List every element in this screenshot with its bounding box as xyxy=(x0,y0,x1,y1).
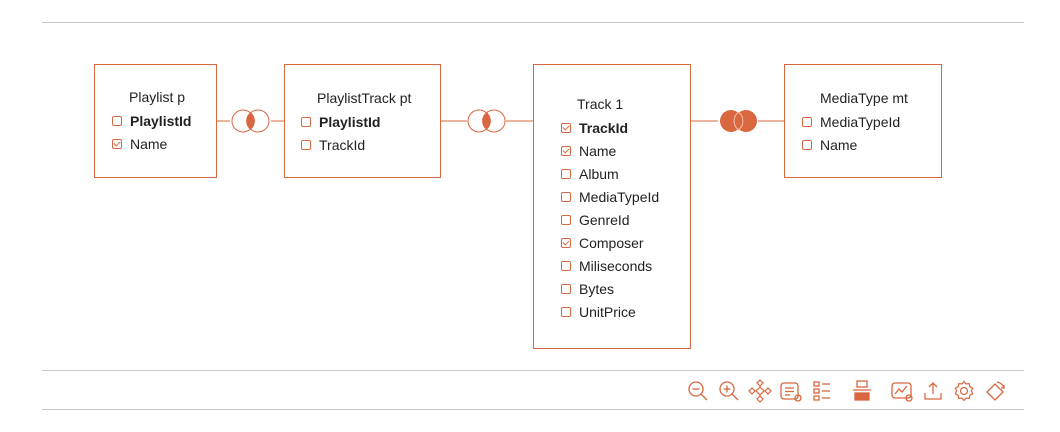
bottom-divider xyxy=(42,409,1024,410)
field-label: MediaTypeId xyxy=(820,113,901,130)
field-label: TrackId xyxy=(579,119,629,136)
checkbox[interactable] xyxy=(561,237,571,248)
join-track-mediatype[interactable] xyxy=(718,109,758,133)
field-label: PlaylistId xyxy=(130,112,192,129)
zoom-out-button[interactable] xyxy=(685,378,711,404)
table-title: MediaType mt xyxy=(820,90,908,106)
field-row[interactable]: UnitPrice xyxy=(561,300,690,323)
checkbox[interactable] xyxy=(561,214,571,225)
zoom-in-button[interactable] xyxy=(716,378,742,404)
field-row[interactable]: Name xyxy=(561,139,690,162)
checkbox[interactable] xyxy=(112,115,122,126)
table-title: PlaylistTrack pt xyxy=(317,90,412,106)
checkbox[interactable] xyxy=(561,145,571,156)
field-label: MediaTypeId xyxy=(579,188,660,205)
field-row[interactable]: Name xyxy=(802,133,941,156)
rotate-icon xyxy=(986,381,1005,401)
table-mediatype[interactable]: MediaType mt MediaTypeId Name xyxy=(784,64,942,178)
field-label: TrackId xyxy=(319,136,366,153)
middle-divider xyxy=(42,370,1024,371)
properties-icon xyxy=(780,382,802,402)
zoom-out-icon xyxy=(688,381,708,401)
field-row[interactable]: GenreId xyxy=(561,208,690,231)
field-row[interactable]: MediaTypeId xyxy=(802,110,941,133)
field-label: GenreId xyxy=(579,211,630,228)
join-playlist-playlisttrack[interactable] xyxy=(230,109,270,133)
field-row[interactable]: PlaylistId xyxy=(301,110,440,133)
upload-button[interactable] xyxy=(920,378,946,404)
zoom-in-icon xyxy=(719,381,739,401)
field-label: Composer xyxy=(579,234,644,251)
settings-button[interactable] xyxy=(951,378,977,404)
field-row[interactable]: TrackId xyxy=(301,133,440,156)
settings-icon xyxy=(954,380,974,402)
field-label: Miliseconds xyxy=(579,257,653,274)
checkbox[interactable] xyxy=(802,116,812,127)
field-row[interactable]: Bytes xyxy=(561,277,690,300)
field-row[interactable]: Album xyxy=(561,162,690,185)
tree-icon xyxy=(813,381,830,401)
tree-view-button[interactable] xyxy=(809,378,835,404)
field-label: PlaylistId xyxy=(319,113,381,130)
chart-settings-icon xyxy=(891,382,913,402)
checkbox[interactable] xyxy=(112,138,122,149)
field-row[interactable]: Composer xyxy=(561,231,690,254)
field-label: Name xyxy=(579,142,617,159)
checkbox[interactable] xyxy=(301,139,311,150)
join-playlisttrack-track[interactable] xyxy=(466,109,506,133)
field-row[interactable]: PlaylistId xyxy=(112,109,216,132)
field-label: Name xyxy=(820,136,858,153)
checkbox[interactable] xyxy=(561,306,571,317)
checkbox[interactable] xyxy=(301,116,311,127)
checkbox[interactable] xyxy=(561,191,571,202)
move-button[interactable] xyxy=(747,378,773,404)
table-playlisttrack[interactable]: PlaylistTrack pt PlaylistId TrackId xyxy=(284,64,441,178)
checkbox[interactable] xyxy=(561,122,571,133)
table-title: Track 1 xyxy=(577,96,624,112)
field-row[interactable]: TrackId xyxy=(561,116,690,139)
move-icon xyxy=(748,379,772,403)
print-icon xyxy=(853,380,871,401)
table-playlist[interactable]: Playlist p PlaylistId Name xyxy=(94,64,217,178)
diagram-toolbar xyxy=(680,377,1008,405)
properties-button[interactable] xyxy=(778,378,804,404)
checkbox[interactable] xyxy=(802,139,812,150)
chart-settings-button[interactable] xyxy=(889,378,915,404)
field-label: Name xyxy=(130,135,168,152)
field-row[interactable]: Miliseconds xyxy=(561,254,690,277)
field-label: UnitPrice xyxy=(579,303,636,320)
checkbox[interactable] xyxy=(561,260,571,271)
table-track[interactable]: Track 1 TrackId Name Album MediaTypeId G… xyxy=(533,64,691,349)
upload-icon xyxy=(924,382,942,400)
checkbox[interactable] xyxy=(561,283,571,294)
field-label: Bytes xyxy=(579,280,615,297)
checkbox[interactable] xyxy=(561,168,571,179)
field-label: Album xyxy=(579,165,619,182)
field-row[interactable]: MediaTypeId xyxy=(561,185,690,208)
print-button[interactable] xyxy=(849,378,875,404)
top-divider xyxy=(42,22,1024,23)
table-title: Playlist p xyxy=(129,89,186,105)
rotate-button[interactable] xyxy=(982,378,1008,404)
field-row[interactable]: Name xyxy=(112,132,216,155)
